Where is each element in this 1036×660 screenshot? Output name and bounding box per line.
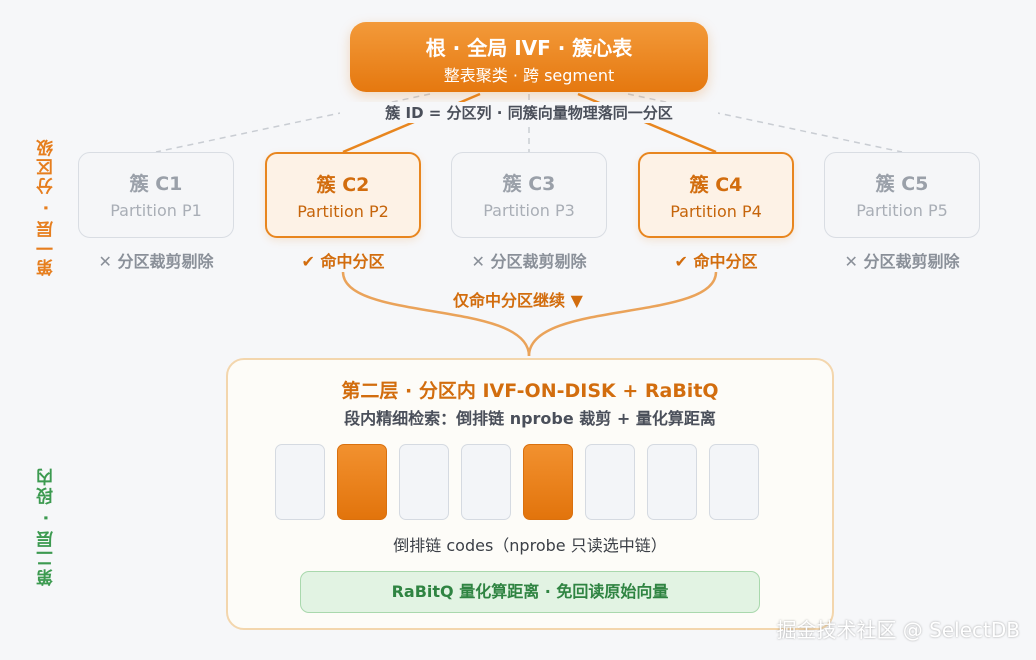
inverted-list-block-selected — [523, 444, 573, 520]
cluster-name: 簇 C1 — [129, 173, 183, 195]
layer2-title: 第二层 · 分区内 IVF-ON-DISK + RaBitQ — [341, 380, 719, 402]
cluster-c1-box: 簇 C1 Partition P1 — [78, 152, 234, 238]
cluster-c2-box: 簇 C2 Partition P2 — [265, 152, 421, 238]
layer2-side-label: 第二层 · 段内 — [37, 466, 57, 586]
inverted-list-block — [275, 444, 325, 520]
layer1-side-label: 第一层 · 分区级 — [37, 137, 57, 276]
cluster-name: 簇 C5 — [875, 173, 929, 195]
root-subtitle: 整表聚类 · 跨 segment — [443, 66, 615, 85]
cluster-c4-box: 簇 C4 Partition P4 — [638, 152, 794, 238]
inherit-label: 仅命中分区继续 ▼ — [453, 291, 583, 310]
watermark: 掘金技术社区 @ SelectDB — [776, 618, 1020, 642]
status-pruned-c1: ✕ 分区裁剪剔除 — [98, 252, 214, 271]
inverted-list-block — [647, 444, 697, 520]
layer2-subtitle: 段内精细检索：倒排链 nprobe 裁剪 + 量化算距离 — [344, 409, 716, 428]
status-hit-c4: ✔ 命中分区 — [674, 252, 758, 271]
rabitq-bar: RaBitQ 量化算距离 · 免回读原始向量 — [300, 571, 760, 613]
cluster-c5-box: 簇 C5 Partition P5 — [824, 152, 980, 238]
cluster-name: 簇 C4 — [689, 174, 743, 196]
inverted-list-block — [399, 444, 449, 520]
cluster-id-note: 簇 ID = 分区列 · 同簇向量物理落同一分区 — [340, 102, 718, 123]
partition-name: Partition P4 — [670, 202, 762, 221]
inverted-list-block-selected — [337, 444, 387, 520]
cluster-name: 簇 C2 — [316, 174, 370, 196]
inverted-lists-caption: 倒排链 codes（nprobe 只读选中链） — [393, 536, 667, 555]
partition-name: Partition P2 — [297, 202, 389, 221]
partition-name: Partition P5 — [856, 201, 948, 220]
inverted-list-block — [585, 444, 635, 520]
status-pruned-c3: ✕ 分区裁剪剔除 — [471, 252, 587, 271]
partition-name: Partition P3 — [483, 201, 575, 220]
cluster-name: 簇 C3 — [502, 173, 556, 195]
cluster-c3-box: 簇 C3 Partition P3 — [451, 152, 607, 238]
root-global-ivf-box: 根 · 全局 IVF · 簇心表 整表聚类 · 跨 segment — [350, 22, 708, 92]
root-title: 根 · 全局 IVF · 簇心表 — [425, 36, 633, 60]
status-hit-c2: ✔ 命中分区 — [301, 252, 385, 271]
partition-name: Partition P1 — [110, 201, 202, 220]
status-pruned-c5: ✕ 分区裁剪剔除 — [844, 252, 960, 271]
merge-curve-right — [527, 271, 718, 357]
inverted-list-block — [461, 444, 511, 520]
inverted-list-block — [709, 444, 759, 520]
merge-curve-left — [341, 271, 531, 357]
